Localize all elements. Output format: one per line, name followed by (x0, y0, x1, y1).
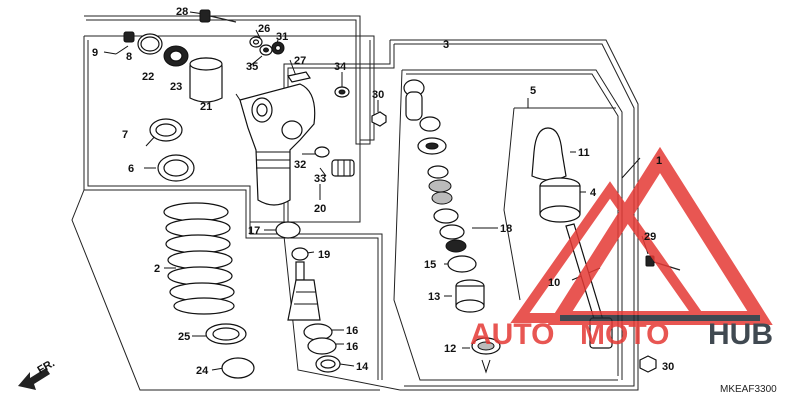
oring-17 (275, 221, 301, 239)
part-label: 10 (548, 277, 560, 289)
ring-7 (149, 118, 183, 142)
cup-4 (539, 177, 581, 223)
boot-21 (189, 57, 223, 103)
part-label: 19 (318, 249, 330, 261)
label-plate-27 (287, 71, 311, 83)
part-label: 34 (334, 61, 347, 73)
part-label: 32 (294, 159, 306, 171)
bump-rubber-13 (455, 279, 485, 313)
part-label: 6 (128, 163, 134, 175)
watermark-logo: AUTO MOTO HUB (470, 146, 773, 351)
part-label: 2 (154, 263, 160, 275)
ring-6 (157, 154, 195, 182)
diagram-code: MKEAF3300 (720, 384, 777, 395)
bolt-28 (199, 9, 237, 23)
part-label: 26 (258, 23, 270, 35)
part-label: 29 (644, 231, 656, 243)
part-label: 16 (346, 341, 358, 353)
part-label: 5 (530, 85, 536, 97)
valve-stack (403, 79, 467, 253)
bush-31 (271, 41, 285, 55)
nut-30-lower (639, 355, 657, 373)
watermark-hub: HUB (708, 318, 773, 351)
part-label: 14 (356, 361, 369, 373)
part-label: 33 (314, 173, 326, 185)
part-label: 17 (248, 225, 260, 237)
seal-23 (163, 45, 189, 67)
part-label: 22 (142, 71, 154, 83)
damper-body (239, 83, 316, 206)
part-label: 28 (176, 6, 188, 18)
spring-2 (163, 202, 235, 315)
watermark-auto: AUTO (470, 318, 554, 351)
part-label: 15 (424, 259, 436, 271)
collar-35 (259, 44, 273, 56)
part-label: 11 (578, 147, 590, 159)
oring-24 (221, 357, 255, 379)
part-label: 27 (294, 55, 306, 67)
cap-8 (123, 31, 135, 43)
part-label: 35 (246, 61, 258, 73)
ring-15 (447, 255, 477, 273)
cup-12 (471, 337, 501, 374)
part-label: 12 (444, 343, 456, 355)
part-label: 16 (346, 325, 358, 337)
part-label: 25 (178, 331, 190, 343)
part-label: 4 (590, 187, 597, 199)
part-label: 20 (314, 203, 326, 215)
part-label: 30 (662, 361, 674, 373)
part-label: 1 (656, 155, 662, 167)
part-label: 7 (122, 129, 128, 141)
washer-26 (249, 36, 263, 48)
part-label: 21 (200, 101, 212, 113)
nut-34 (334, 86, 350, 98)
bump-stop-19 (291, 247, 309, 261)
oring-32 (314, 146, 330, 158)
stopper-14 (315, 355, 341, 373)
part-label: 24 (196, 365, 209, 377)
part-label: 3 (443, 39, 449, 51)
bump-rubber-11 (531, 127, 567, 181)
part-label: 8 (126, 51, 132, 63)
front-direction-arrow: FR. (18, 357, 57, 390)
direction-label: FR. (36, 357, 57, 376)
part-label: 23 (170, 81, 182, 93)
watermark-moto: MOTO (580, 318, 669, 351)
group-outline-left (71, 15, 383, 391)
part-label: 31 (276, 31, 288, 43)
part-label: 18 (500, 223, 512, 235)
ring-16-b (307, 337, 337, 355)
nut-30-upper (371, 111, 387, 127)
oring-22 (137, 33, 163, 55)
part-label: 9 (92, 47, 98, 59)
ring-16-a (303, 323, 333, 341)
part-label: 30 (372, 89, 384, 101)
part-labels: 28 26 31 27 34 30 3 9 8 22 23 35 21 7 6 … (92, 6, 674, 377)
rod-assembly (287, 261, 321, 321)
seat-25 (205, 323, 247, 345)
part-label: 13 (428, 291, 440, 303)
valve-33 (331, 159, 355, 177)
